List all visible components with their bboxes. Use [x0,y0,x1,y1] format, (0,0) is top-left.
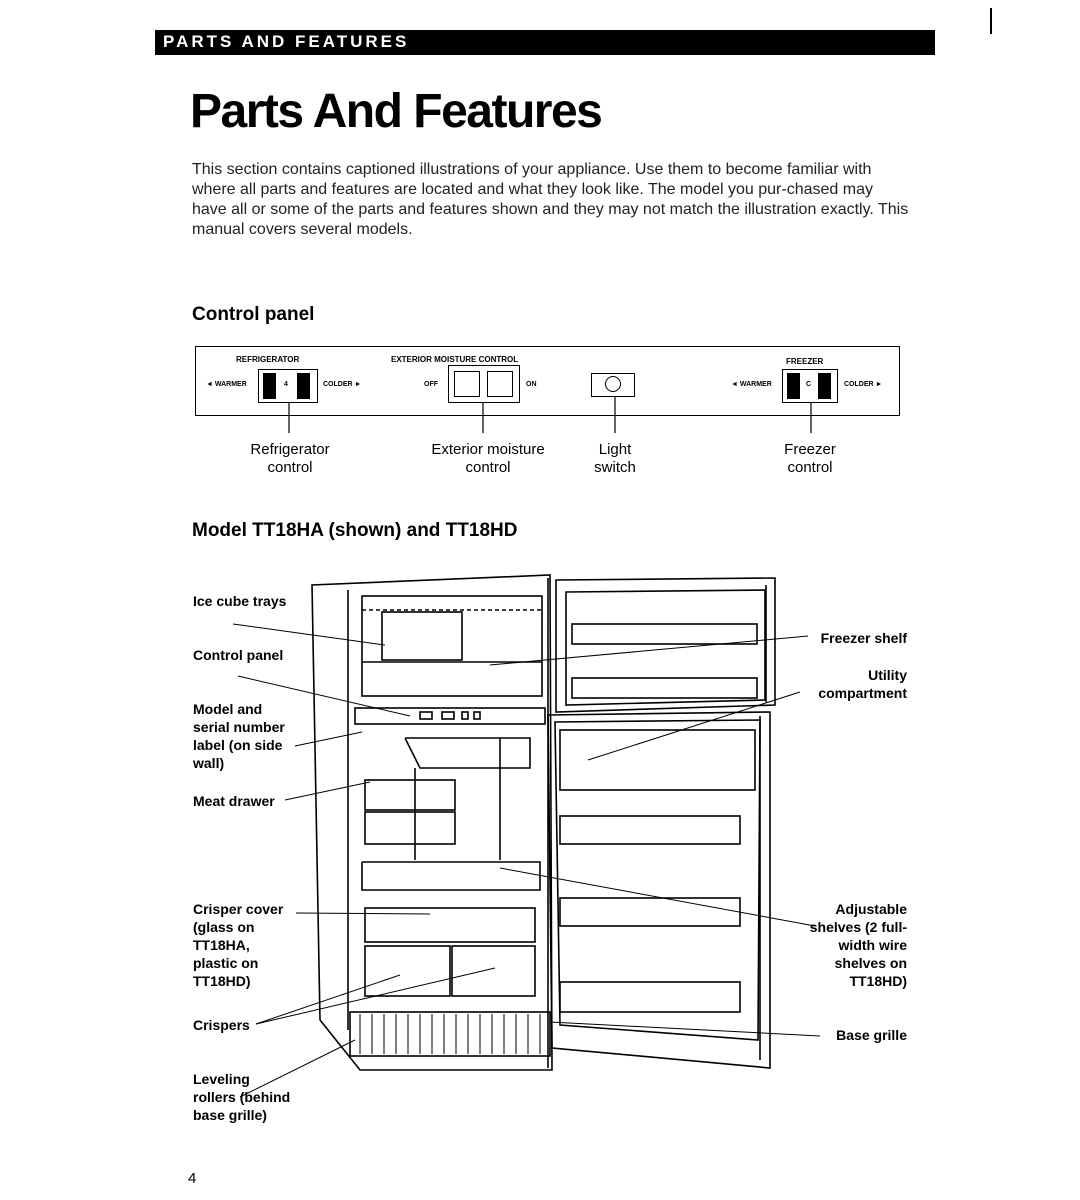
ref-dial-knob-right [297,373,310,399]
ref-colder-label: COLDER ► [323,381,362,388]
moisture-heading: EXTERIOR MOISTURE CONTROL [391,355,519,364]
label-model-serial: Model and serial number label (on side w… [193,701,285,771]
label-freezer-shelf: Freezer shelf [820,630,907,646]
moisture-switch-left [454,371,480,397]
ref-setting: 4 [284,381,288,388]
light-switch-caption: Light switch [594,441,636,476]
label-crisper-cover: Crisper cover (glass on TT18HA, plastic … [193,901,284,989]
section-banner-text: PARTS AND FEATURES [163,32,410,51]
freezer-dial[interactable]: C [782,369,838,403]
label-leveling-rollers: Leveling rollers (behind base grille) [193,1071,291,1123]
label-control-panel: Control panel [193,647,284,663]
light-switch-button [605,376,621,392]
control-panel-diagram: REFRIGERATOR EXTERIOR MOISTURE CONTROL F… [195,346,900,416]
frz-colder-label: COLDER ► [844,381,883,388]
refrigerator-control-caption: Refrigerator control [250,441,330,476]
page-number: 4 [188,1170,197,1187]
refrigerator-dial[interactable]: 4 [258,369,318,403]
moisture-switch-right [487,371,513,397]
label-utility-compartment: Utility compartment [818,667,907,701]
control-panel-heading: Control panel [192,304,315,325]
moisture-off-label: OFF [424,381,438,388]
section-banner: PARTS AND FEATURES [155,30,935,55]
label-ice-cube-trays: Ice cube trays [193,593,287,609]
refrigerator-heading: REFRIGERATOR [236,355,300,364]
label-base-grille: Base grille [836,1027,907,1043]
page-title: Parts And Features [190,85,603,138]
label-adjustable-shelves: Adjustable shelves (2 full-width wire sh… [809,901,907,989]
ref-dial-knob [263,373,276,399]
frz-dial-knob-right [818,373,831,399]
label-crispers: Crispers [193,1017,250,1033]
moisture-switch[interactable] [448,365,520,403]
freezer-heading: FREEZER [786,357,824,366]
ref-warmer-label: ◄ WARMER [206,381,247,388]
frz-setting: C [806,381,812,388]
model-heading: Model TT18HA (shown) and TT18HD [192,520,518,541]
corner-mark [990,8,992,34]
freezer-control-caption: Freezer control [784,441,836,476]
moisture-on-label: ON [526,381,537,388]
frz-warmer-label: ◄ WARMER [731,381,772,388]
moisture-control-caption: Exterior moisture control [431,441,545,476]
light-switch[interactable] [591,373,635,397]
frz-dial-knob [787,373,800,399]
label-meat-drawer: Meat drawer [193,793,275,809]
intro-paragraph: This section contains captioned illustra… [192,161,909,238]
